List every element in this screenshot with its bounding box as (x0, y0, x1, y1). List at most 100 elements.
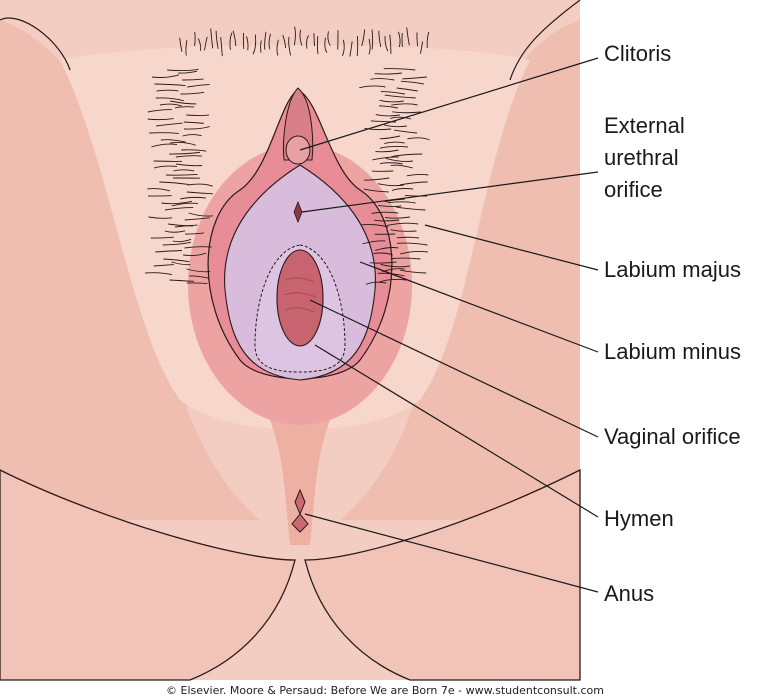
hair-stroke (167, 68, 199, 72)
hair-stroke (153, 264, 174, 267)
hair-stroke (313, 33, 315, 47)
hair-stroke (175, 224, 198, 228)
hair-stroke (399, 269, 427, 274)
outline-left (0, 17, 71, 71)
hair-stroke (293, 26, 296, 46)
right-buttock (304, 468, 581, 681)
hair-stroke (390, 257, 421, 260)
hair-stroke (197, 38, 202, 52)
hair-stroke (420, 41, 424, 54)
hair-stroke (387, 201, 416, 204)
hair-stroke (147, 188, 171, 192)
hair-stroke (391, 188, 414, 191)
hair-stroke (399, 181, 428, 186)
hair-stroke (324, 37, 328, 53)
hair-stroke (407, 137, 430, 141)
hair-stroke (375, 247, 399, 251)
hair-stroke (174, 106, 195, 109)
hair-stroke (159, 103, 182, 107)
hair-stroke (392, 111, 422, 114)
hair-stroke (186, 268, 211, 273)
hair-stroke (374, 219, 400, 222)
hair-stroke (229, 32, 233, 50)
hair-stroke (385, 157, 413, 162)
hair-stroke (397, 31, 401, 48)
hair-stroke (164, 230, 186, 233)
hair-stroke (384, 94, 416, 99)
hair-stroke (149, 132, 179, 134)
hair-stroke (148, 216, 173, 219)
leader-vaginal-orifice (309, 299, 599, 438)
hair-stroke (182, 78, 204, 81)
hair-stroke (359, 85, 386, 89)
hair-stroke (368, 38, 371, 55)
hair-stroke (180, 91, 205, 95)
label-labium-minus: Labium minus (604, 339, 741, 364)
hair-stroke (371, 29, 374, 50)
hair-stroke (390, 116, 412, 120)
hair-stroke (260, 40, 262, 53)
hair-stroke (165, 173, 198, 176)
hair-stroke (378, 30, 382, 48)
hair-stroke (210, 28, 214, 49)
hair-stroke (377, 183, 404, 187)
hair-stroke (159, 181, 189, 185)
hair-stroke (390, 164, 413, 169)
hair-stroke (380, 91, 405, 95)
hair-stroke (187, 84, 210, 88)
hair-stroke (173, 169, 195, 172)
anus-shape (291, 488, 309, 533)
leader-labium-majus (424, 224, 599, 271)
hair-stroke (379, 105, 399, 109)
hair-stroke (389, 34, 392, 54)
hair-stroke (379, 135, 401, 140)
hair-stroke (180, 196, 207, 200)
leader-anus (304, 513, 599, 593)
hair-stroke (171, 202, 198, 207)
hair-stroke (306, 35, 310, 49)
leader-clitoris (299, 57, 599, 151)
hair-stroke (391, 103, 418, 106)
hair-stroke (316, 36, 319, 55)
label-urethral-line2: urethral (604, 145, 679, 170)
hair-stroke (400, 80, 424, 85)
label-urethral-line3: orifice (604, 177, 663, 202)
hair-stroke (342, 39, 345, 56)
hair-stroke (252, 34, 257, 55)
hair-stroke (268, 33, 271, 50)
urethral-orifice-shape (293, 200, 303, 224)
hair-stroke (156, 122, 183, 127)
hair-stroke (215, 30, 219, 50)
leader-hymen (314, 344, 599, 518)
hair-stroke (156, 89, 179, 92)
hair-stroke (169, 279, 194, 282)
hair-stroke (245, 36, 249, 51)
hair-stroke (363, 188, 389, 193)
hair-stroke (184, 217, 210, 221)
hair-stroke (364, 177, 390, 181)
hair-stroke (185, 232, 205, 235)
hair-stroke (384, 141, 405, 144)
hair-stroke (188, 212, 214, 217)
hair-stroke (416, 32, 419, 47)
hair-stroke (380, 263, 410, 268)
hair-stroke (390, 229, 417, 232)
hair-stroke (364, 128, 392, 131)
hair-stroke (178, 70, 198, 74)
hair-stroke (194, 31, 196, 46)
hair-stroke (383, 68, 416, 71)
label-hymen: Hymen (604, 506, 674, 531)
hair-stroke (384, 36, 389, 52)
hair-stroke (375, 114, 400, 117)
rugae (283, 277, 317, 313)
hair-stroke (182, 134, 202, 137)
hair-stroke (374, 72, 402, 75)
hair-stroke (386, 222, 419, 226)
hair-stroke (396, 236, 420, 239)
hair-stroke (400, 250, 428, 255)
copyright-footer: © Elsevier. Moore & Persaud: Before We a… (166, 684, 604, 697)
hair-stroke (362, 240, 386, 245)
hair-stroke (168, 223, 193, 227)
hair-stroke (327, 31, 331, 47)
